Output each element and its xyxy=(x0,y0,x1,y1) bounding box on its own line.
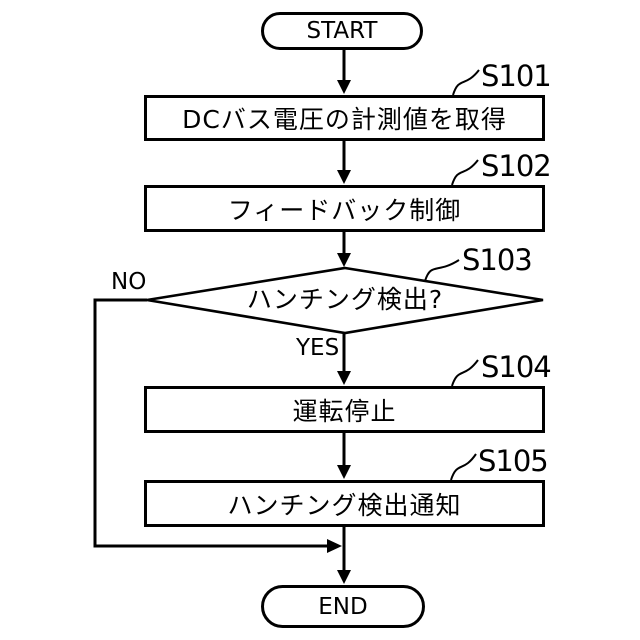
arrowhead-icon xyxy=(337,170,351,184)
arrowhead-icon xyxy=(337,371,351,385)
end-terminal-label: END xyxy=(318,593,368,620)
connector-s104-to-s105 xyxy=(337,433,351,479)
process-label-s102: フィードバック制御 xyxy=(227,195,462,225)
end-terminal: END xyxy=(261,585,425,628)
step-ref-s104: S104 xyxy=(481,350,552,384)
step-ref-s102: S102 xyxy=(481,149,552,183)
leader-s103 xyxy=(424,259,460,282)
process-label-s104: 運転停止 xyxy=(292,396,397,426)
branch-label-no: NO xyxy=(111,269,147,295)
leader-s102 xyxy=(451,159,479,186)
arrowhead-icon xyxy=(337,465,351,479)
branch-label-yes: YES xyxy=(296,335,340,361)
arrowhead-icon xyxy=(327,539,342,553)
step-ref-s105: S105 xyxy=(478,444,549,478)
leader-s104 xyxy=(451,359,479,387)
connector-start-to-s101 xyxy=(337,50,351,94)
process-box-s105: ハンチング検出通知 xyxy=(144,480,545,527)
leader-s101 xyxy=(452,69,480,96)
connector-s102-to-s103 xyxy=(337,232,351,267)
step-ref-s101: S101 xyxy=(481,59,552,93)
process-label-s105: ハンチング検出通知 xyxy=(227,490,462,520)
process-box-s102: フィードバック制御 xyxy=(144,185,545,232)
start-terminal-label: START xyxy=(306,18,378,44)
process-label-s101: DCバス電圧の計測値を取得 xyxy=(182,105,507,134)
leader-lines xyxy=(424,69,480,481)
connector-s101-to-s102 xyxy=(337,141,351,184)
leader-s105 xyxy=(450,453,477,481)
step-ref-s103: S103 xyxy=(462,243,533,277)
process-box-s101: DCバス電圧の計測値を取得 xyxy=(144,95,545,141)
arrowhead-icon xyxy=(337,80,351,94)
process-box-s104: 運転停止 xyxy=(144,386,545,433)
connector-no-bypass xyxy=(93,298,342,553)
start-terminal: START xyxy=(261,12,423,50)
decision-label-s103: ハンチング検出? xyxy=(246,285,444,314)
arrowhead-icon xyxy=(337,570,351,584)
connector-s105-to-end xyxy=(337,527,351,584)
arrowhead-icon xyxy=(337,253,351,267)
connector-yes-to-s104 xyxy=(337,333,351,385)
